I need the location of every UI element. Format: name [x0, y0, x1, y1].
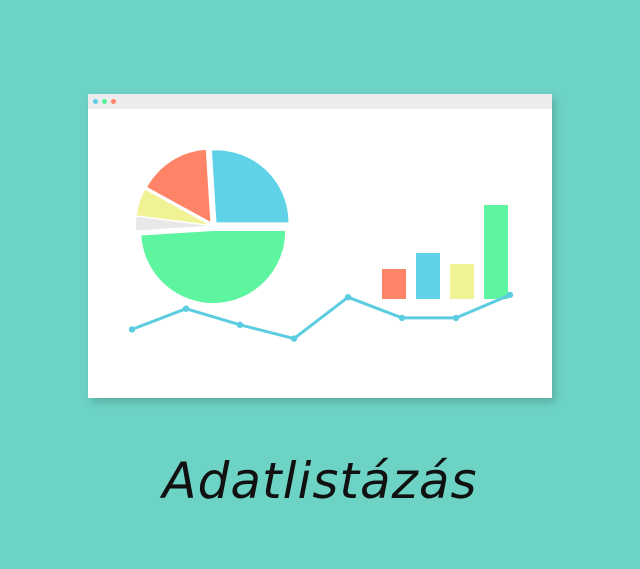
- bar-3: [484, 205, 508, 299]
- line-point-6: [452, 314, 460, 322]
- window-titlebar: [88, 94, 552, 109]
- line-series: [131, 293, 511, 341]
- pie-slice-2: [136, 189, 209, 225]
- pie-slice-1: [136, 216, 209, 231]
- pie-chart: [136, 149, 289, 303]
- bar-chart: [382, 205, 508, 299]
- bar-1: [416, 253, 440, 299]
- pie-slice-0: [141, 230, 286, 303]
- line-point-7: [506, 291, 514, 299]
- line-point-1: [182, 305, 190, 312]
- line-chart: [128, 291, 514, 342]
- line-point-2: [236, 321, 244, 328]
- caption-title: Adatlistázás: [162, 452, 478, 510]
- window-dot-green: [102, 99, 107, 104]
- dashboard-illustration: [128, 149, 514, 342]
- bar-0: [382, 269, 406, 299]
- pie-slice-3: [147, 149, 211, 222]
- line-point-0: [128, 326, 136, 333]
- line-point-5: [398, 314, 406, 322]
- browser-window: [88, 94, 552, 398]
- line-point-3: [290, 335, 298, 342]
- window-dot-blue: [93, 99, 98, 104]
- pie-slice-4: [211, 150, 289, 223]
- window-dot-red: [111, 99, 116, 104]
- line-point-4: [344, 294, 352, 301]
- bar-2: [450, 264, 474, 299]
